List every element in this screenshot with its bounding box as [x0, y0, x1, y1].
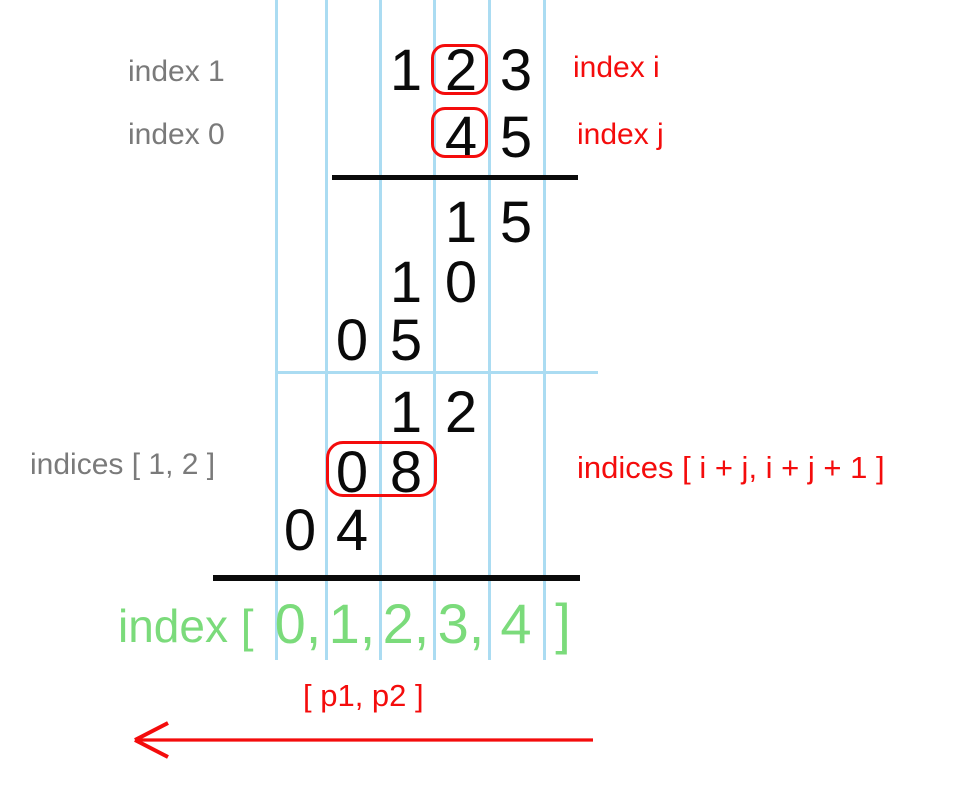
column-guide-0: [275, 0, 278, 660]
partial-05-digit: 0: [335, 308, 369, 373]
operand2-digit: 5: [499, 105, 533, 170]
column-guide-4: [488, 0, 491, 660]
highlight-box-08: [326, 441, 437, 497]
partial-12-digit: 1: [389, 380, 423, 445]
section-guide-line: [275, 371, 598, 374]
column-guide-1: [325, 0, 328, 660]
operand1-digit-circled: 2: [444, 38, 478, 103]
partial-12-digit: 2: [444, 380, 478, 445]
highlight-circle-j: [431, 107, 488, 158]
column-guide-5: [543, 0, 546, 660]
result-index-2: 2,: [382, 592, 430, 655]
result-index-1: 1,: [328, 592, 376, 655]
result-bracket-close: ]: [555, 592, 571, 655]
left-arrow-icon: [134, 721, 593, 759]
operand1-digit: 3: [499, 38, 533, 103]
partial-15-digit: 5: [499, 190, 533, 255]
column-guide-3: [433, 0, 436, 660]
label-index-0: index 0: [128, 118, 225, 151]
label-indices-1-2: indices [ 1, 2 ]: [30, 448, 216, 481]
column-guide-2: [379, 0, 382, 660]
partial-04-digit: 4: [335, 498, 369, 563]
partial-08-digit: 8: [389, 440, 423, 505]
partial-10-digit: 0: [444, 250, 478, 315]
label-index-1: index 1: [128, 55, 225, 88]
result-index-3: 3,: [437, 592, 485, 655]
partial-04-digit: 0: [283, 498, 317, 563]
partial-15-digit: 1: [444, 190, 478, 255]
label-index-i: index i: [573, 51, 660, 84]
multiplication-line: [332, 175, 578, 180]
label-result-index: index [: [118, 600, 254, 652]
label-indices-i-j: indices [ i + j, i + j + 1 ]: [577, 450, 885, 485]
result-index-4: 4: [500, 592, 532, 655]
highlight-circle-i: [431, 44, 488, 95]
label-index-j: index j: [577, 118, 664, 151]
operand1-digit: 1: [389, 38, 423, 103]
result-line: [213, 575, 580, 581]
partial-05-digit: 5: [389, 308, 423, 373]
partial-10-digit: 1: [389, 250, 423, 315]
result-index-0: 0,: [274, 592, 322, 655]
label-pointers: [ p1, p2 ]: [303, 678, 424, 713]
